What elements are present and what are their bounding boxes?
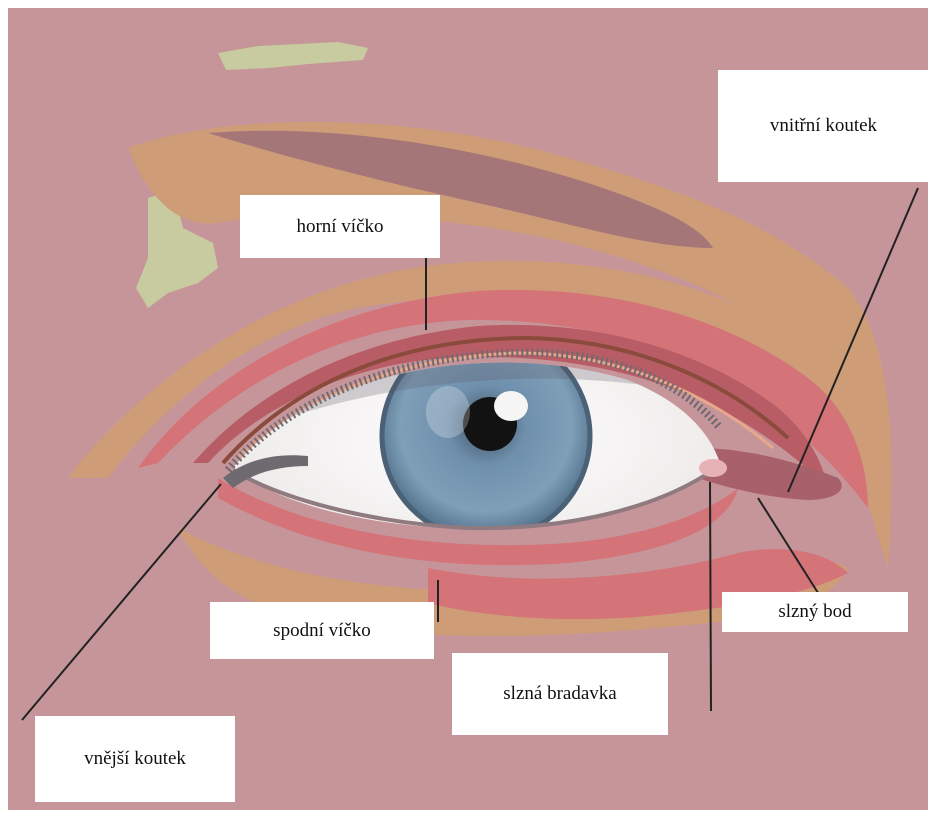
label-lacrimal-papilla: slzná bradavka: [452, 653, 668, 735]
line-lacrimal-papilla: [710, 482, 711, 711]
label-lacrimal-point: slzný bod: [722, 592, 908, 632]
label-outer-corner: vnější koutek: [35, 716, 235, 802]
iris-reflection-soft: [426, 386, 470, 438]
label-upper-eyelid: horní víčko: [240, 195, 440, 258]
label-lower-eyelid: spodní víčko: [210, 602, 434, 659]
label-inner-corner: vnitřní koutek: [718, 70, 929, 182]
iris-reflection: [494, 391, 528, 421]
lacrimal-caruncle: [699, 459, 727, 477]
